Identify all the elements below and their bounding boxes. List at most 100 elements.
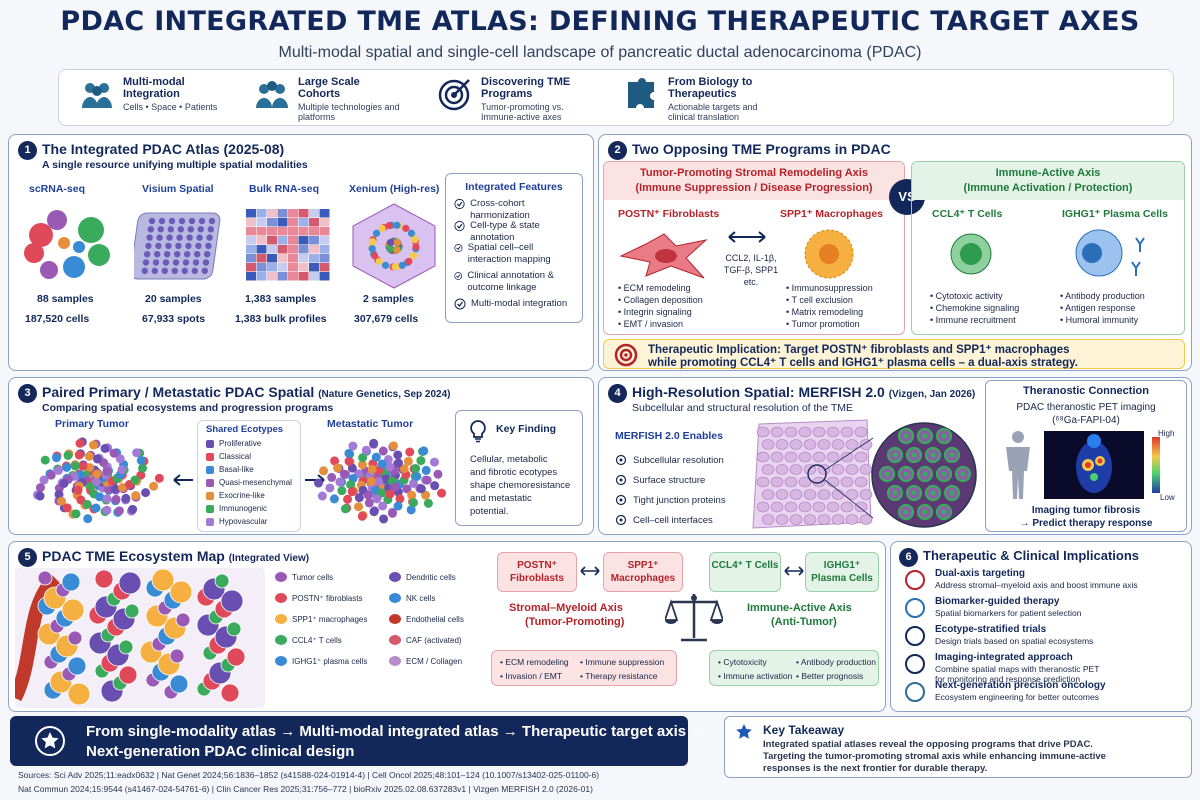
- cell: [798, 451, 812, 463]
- spot: [204, 251, 211, 258]
- cell: [784, 451, 798, 463]
- theranostic-subtitle: PDAC theranostic PET imaging: [1016, 402, 1156, 413]
- lightbulb-icon: [470, 420, 486, 443]
- cell: [803, 439, 817, 450]
- spot: [191, 267, 198, 274]
- junction: [941, 509, 947, 515]
- cell: [411, 463, 421, 473]
- cell: [395, 494, 405, 504]
- legend-swatch: [389, 656, 401, 666]
- heatmap-cell: [319, 209, 330, 218]
- cell: [46, 470, 56, 480]
- cell: [124, 603, 140, 619]
- ecotype-item: Hypovascular: [206, 517, 267, 526]
- t-cell-bullets: • Cytotoxic activity• Chemokine signalin…: [930, 290, 1019, 326]
- cell: [761, 514, 775, 525]
- ecotype-item: Classical: [206, 452, 251, 461]
- cell: [169, 648, 185, 664]
- primary-tumor-map: [32, 437, 164, 524]
- cell: [370, 252, 379, 260]
- legend-swatch: [275, 572, 287, 582]
- feature-label: Clinical annotation & outcome linkage: [467, 270, 554, 293]
- heatmap-cell: [267, 236, 277, 245]
- balance-scale-icon: [665, 594, 723, 642]
- spot: [151, 267, 158, 274]
- bullet: • Chemokine signaling: [930, 303, 1020, 313]
- feature-item: Cross-cohort harmonization: [454, 198, 578, 222]
- group-icon: [256, 81, 288, 108]
- spot: [184, 251, 191, 258]
- implication-line1: Therapeutic Implication: Target POSTN⁺ f…: [648, 344, 1070, 356]
- cell-name: POSTN⁺ Fibroblasts: [618, 208, 720, 220]
- legend-label: Endothelial cells: [406, 614, 464, 624]
- cell: [761, 464, 775, 475]
- cell: [854, 476, 868, 488]
- cell: [416, 484, 426, 494]
- cell: [761, 439, 775, 450]
- double-arrow-icon: [784, 566, 804, 576]
- cell: [111, 494, 121, 504]
- spot: [154, 251, 161, 258]
- theranostic-box: Theranostic Connection PDAC theranostic …: [985, 380, 1187, 532]
- bar-chart-icon: [905, 626, 925, 646]
- junction: [949, 490, 955, 496]
- cell: [859, 489, 873, 500]
- cell: [803, 489, 817, 500]
- cell: [226, 621, 242, 637]
- legend-label: CCL4⁺ T cells: [292, 635, 342, 645]
- ecotype-label: Quasi-mesenchymal: [219, 478, 292, 487]
- zoom-line: [824, 437, 873, 471]
- heatmap-cell: [267, 218, 277, 227]
- heatmap-cell: [298, 236, 309, 245]
- ecotype-label: Immunogenic: [219, 504, 268, 513]
- panel-subtitle: Comparing spatial ecosystems and progres…: [42, 402, 334, 414]
- cell: [377, 488, 387, 498]
- cell: [100, 443, 110, 453]
- bullet: • Matrix remodeling: [786, 307, 864, 317]
- cell: [399, 464, 409, 474]
- cell: [374, 476, 384, 486]
- heatmap-cell: [288, 209, 298, 218]
- bullet-text: Immune recruitment: [935, 315, 1016, 325]
- junction: [922, 471, 928, 477]
- ecotype-label: Classical: [219, 452, 252, 461]
- cell: [226, 647, 246, 667]
- cell: [94, 569, 114, 589]
- pill-desc: Actionable targets and clinical translat…: [668, 102, 758, 122]
- heatmap-cell: [246, 209, 256, 218]
- cell: [118, 483, 128, 493]
- heatmap-cell: [256, 218, 267, 227]
- spot: [178, 217, 186, 225]
- feature-item: Multi-modal integration: [454, 298, 578, 310]
- cell: [325, 483, 335, 493]
- cell: [393, 450, 403, 460]
- modality-name: Xenium (High-res): [349, 183, 440, 195]
- cell: [854, 426, 868, 438]
- panel-number: 3: [18, 384, 37, 403]
- cell: [775, 464, 789, 475]
- spot: [175, 242, 182, 250]
- item-title: Dual-axis targeting: [935, 568, 1026, 579]
- legend-swatch: [275, 656, 287, 666]
- bullet-text: Chemokine signaling: [935, 303, 1020, 313]
- check-icon: [454, 272, 463, 280]
- cell: [327, 472, 337, 482]
- cell: [131, 491, 141, 501]
- theranostic-foot2: → Predict therapy response: [1019, 518, 1153, 529]
- spot: [167, 226, 174, 233]
- axis-left-title: Stromal–Myeloid Axis: [509, 602, 623, 614]
- takeaway-line: Integrated spatial atlases reveal the op…: [763, 739, 1093, 750]
- legend-item: CCL4⁺ T cells: [275, 635, 342, 645]
- cell: [220, 589, 244, 613]
- spot: [147, 226, 154, 233]
- cell: [840, 501, 854, 513]
- immune-active-box: Immune-Active Axis (Immune Activation / …: [911, 161, 1185, 335]
- item-desc: Spatial biomarkers for patient selection: [935, 608, 1082, 618]
- heatmap-cell: [267, 245, 277, 254]
- bullet: • Immunosuppression: [786, 283, 873, 293]
- panel-title: Therapeutic & Clinical Implications: [923, 548, 1139, 563]
- bullet: • ECM remodeling: [500, 657, 569, 667]
- sources-line1: Sources: Sci Adv 2025;11:eadx0632 | Nat …: [18, 770, 600, 780]
- fibroblast-bullets: • ECM remodeling• Collagen deposition• I…: [618, 282, 703, 330]
